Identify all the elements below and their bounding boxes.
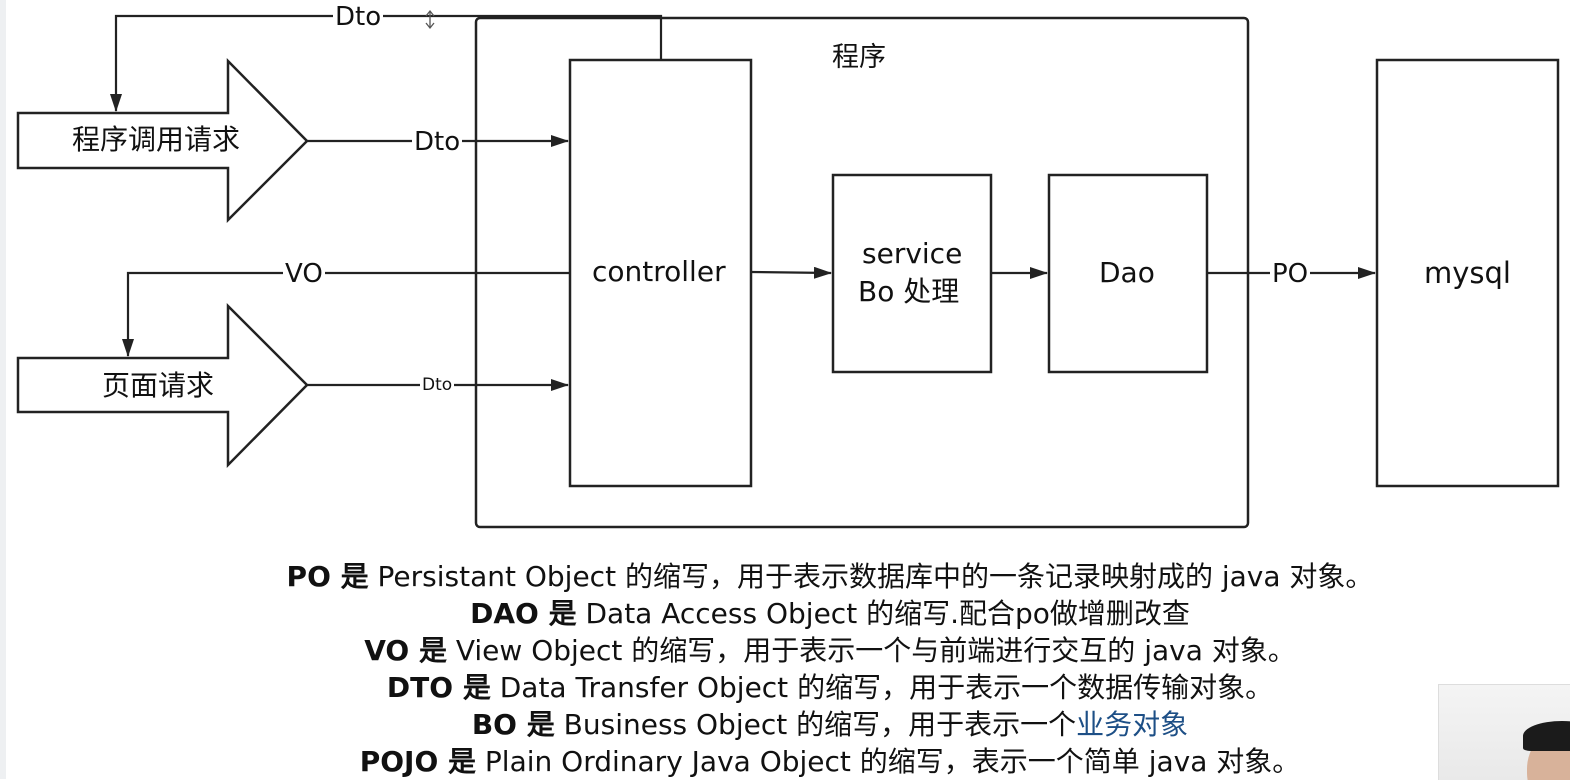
program-request-arrow-shape bbox=[16, 57, 309, 224]
controller-label: controller bbox=[592, 255, 726, 288]
note-pojo: POJO 是 Plain Ordinary Java Object 的缩写，表示… bbox=[0, 743, 1570, 780]
page-request-label: 页面请求 bbox=[102, 369, 215, 402]
note-text: View Object 的缩写，用于表示一个与前端进行交互的 java 对象。 bbox=[446, 634, 1296, 667]
edge-page-dto-label: Dto bbox=[420, 375, 455, 395]
note-term: DAO 是 bbox=[470, 597, 577, 630]
note-dto: DTO 是 Data Transfer Object 的缩写，用于表示一个数据传… bbox=[0, 669, 1570, 706]
notes-block: PO 是 Persistant Object 的缩写，用于表示数据库中的一条记录… bbox=[0, 558, 1570, 780]
note-dao: DAO 是 Data Access Object 的缩写.配合po做增删改查 bbox=[0, 595, 1570, 632]
edge-program-dto-label: Dto bbox=[412, 127, 463, 157]
note-text: Data Transfer Object 的缩写，用于表示一个数据传输对象。 bbox=[490, 671, 1274, 704]
vo-connector bbox=[122, 271, 570, 357]
dao-box bbox=[1047, 173, 1209, 374]
presenter-hair bbox=[1523, 721, 1570, 751]
note-term: DTO 是 bbox=[386, 671, 491, 704]
note-term: BO 是 bbox=[471, 708, 555, 741]
note-text: Business Object 的缩写，用于表示一个 bbox=[554, 708, 1077, 741]
service-label-line1: service bbox=[862, 237, 963, 270]
service-box bbox=[831, 173, 993, 374]
program-label: 程序 bbox=[832, 42, 886, 73]
architecture-diagram bbox=[16, 9, 1560, 529]
edge-top-dto-label: Dto bbox=[333, 2, 384, 32]
mysql-label: mysql bbox=[1424, 256, 1511, 290]
edge-po-label: PO bbox=[1270, 259, 1311, 289]
note-text: Persistant Object 的缩写，用于表示数据库中的一条记录映射成的 … bbox=[368, 560, 1374, 593]
top-dto-connector bbox=[110, 14, 663, 112]
note-vo: VO 是 View Object 的缩写，用于表示一个与前端进行交互的 java… bbox=[0, 632, 1570, 669]
controller-service-connector bbox=[750, 266, 832, 279]
note-highlight-link[interactable]: 业务对象 bbox=[1076, 708, 1189, 741]
note-bo: BO 是 Business Object 的缩写，用于表示一个业务对象 bbox=[0, 706, 1570, 743]
note-term: VO 是 bbox=[364, 634, 447, 667]
page-request-arrow-shape bbox=[16, 302, 309, 469]
mysql-box bbox=[1375, 58, 1560, 488]
dao-label: Dao bbox=[1099, 256, 1155, 289]
note-term: PO 是 bbox=[286, 560, 369, 593]
note-term: POJO 是 bbox=[359, 745, 477, 778]
presenter-webcam bbox=[1438, 684, 1570, 780]
edge-vo-label: VO bbox=[283, 259, 325, 289]
service-label-line2: Bo 处理 bbox=[858, 275, 960, 308]
program-request-label: 程序调用请求 bbox=[72, 123, 241, 156]
note-po: PO 是 Persistant Object 的缩写，用于表示数据库中的一条记录… bbox=[0, 558, 1570, 595]
note-text: Plain Ordinary Java Object 的缩写，表示一个简单 ja… bbox=[476, 745, 1301, 778]
left-edge-strip bbox=[0, 0, 6, 779]
note-text: Data Access Object 的缩写.配合po做增删改查 bbox=[576, 597, 1190, 630]
cursor-icon bbox=[425, 9, 435, 30]
